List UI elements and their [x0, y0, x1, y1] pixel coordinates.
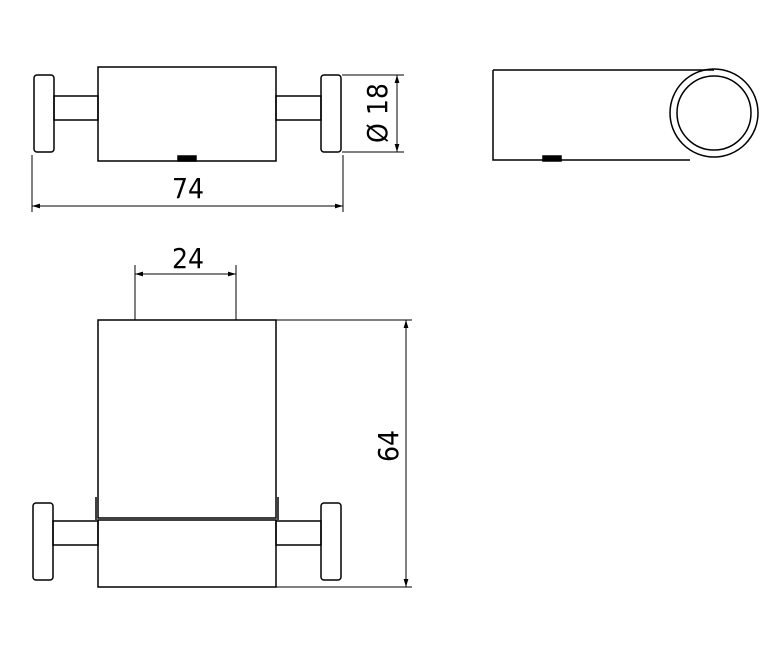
- side-inner-ring: [676, 75, 752, 151]
- dimension-diameter: [342, 74, 404, 153]
- front-left-rod: [53, 95, 99, 121]
- front-right-rod: [275, 95, 322, 121]
- height-label: 64: [372, 430, 405, 462]
- dimension-height: [276, 319, 412, 588]
- front-left-endcap: [33, 74, 55, 153]
- bottom-left-rod: [52, 520, 99, 546]
- dimension-width: [31, 155, 344, 212]
- side-view: [492, 68, 759, 162]
- bottom-upper-body: [97, 319, 277, 519]
- side-body: [492, 69, 714, 161]
- bottom-right-rod: [275, 520, 322, 546]
- top-width-label: 24: [172, 242, 204, 275]
- side-foot: [542, 155, 562, 162]
- bottom-lower-band: [97, 519, 277, 588]
- bottom-left-endcap: [32, 502, 54, 581]
- diameter-label: Ø 18: [361, 83, 394, 143]
- side-outer-ring: [669, 68, 759, 158]
- front-body: [97, 66, 277, 162]
- width-label: 74: [172, 172, 204, 205]
- bottom-joint-step: [95, 497, 279, 520]
- dimension-top-width: [134, 265, 237, 320]
- front-view: [33, 66, 342, 162]
- front-right-endcap: [320, 74, 342, 153]
- bottom-right-endcap: [320, 502, 342, 581]
- bottom-view: [32, 319, 342, 588]
- front-foot: [177, 155, 197, 162]
